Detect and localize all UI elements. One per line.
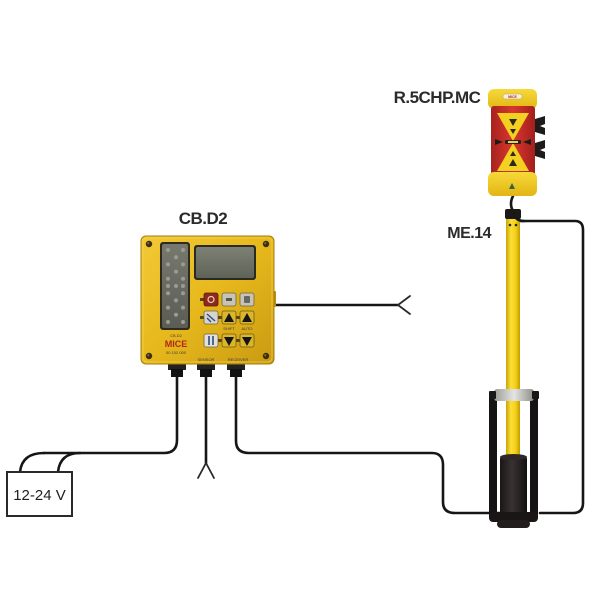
down-arrow-icon (510, 129, 516, 134)
mast-cable (234, 374, 502, 515)
keypad: SHIFT AUTO (200, 292, 255, 348)
power-icon (207, 295, 215, 304)
port-label-sensor: SENSOR (198, 357, 215, 362)
led-dot (166, 284, 170, 288)
receiver-lower-triangle (497, 143, 529, 171)
led-dot (181, 291, 185, 296)
receiver-badge (502, 93, 523, 100)
mast-pole (506, 214, 520, 476)
sensor-cable-open-end (197, 462, 215, 479)
mast-foot (489, 512, 538, 522)
menu-icon (226, 298, 232, 301)
led-dot (174, 255, 178, 260)
port-power[interactable] (168, 362, 186, 377)
split-icon (208, 336, 214, 345)
key-caption-auto: AUTO (241, 326, 252, 331)
control-box[interactable]: CB.D2 (140, 209, 276, 377)
led-dot (166, 262, 170, 267)
settings-icon (244, 296, 250, 303)
receiver-cable (509, 194, 515, 213)
lcd-display (194, 245, 256, 280)
settings-button[interactable] (239, 292, 255, 307)
power-cable (42, 374, 179, 455)
menu-button[interactable] (221, 292, 237, 307)
down-button-left[interactable] (221, 333, 237, 348)
led-dot (166, 276, 170, 281)
key-caption-shift: SHIFT (223, 326, 235, 331)
led-dot (166, 291, 170, 296)
split-button[interactable] (203, 333, 219, 348)
power-lead-positive (56, 451, 82, 474)
led-dot (181, 262, 185, 267)
port-receiver[interactable] (227, 362, 245, 377)
receiver-loop-cable (515, 219, 585, 515)
receiver-grade-indicators (509, 119, 517, 166)
control-box-label: CB.D2 (179, 209, 228, 228)
receiver-status-led-icon (509, 183, 515, 189)
mast-clamp (494, 389, 534, 401)
receiver[interactable]: R.5CHP.MC MICE (394, 88, 545, 196)
side-cable-open-end (397, 295, 411, 315)
up-arrow-icon (224, 313, 234, 322)
connector-ports (168, 362, 245, 377)
holder-frame-right (530, 396, 538, 518)
power-button[interactable] (203, 292, 219, 307)
receiver-upper-triangle (497, 113, 529, 141)
led-dot (166, 320, 170, 324)
down-arrow-icon (242, 337, 252, 346)
down-arrow-icon (224, 337, 234, 346)
port-sensor[interactable] (197, 362, 215, 377)
receiver-badge-text: MICE (508, 95, 517, 99)
down-arrow-icon (509, 119, 517, 126)
receiver-label: R.5CHP.MC (394, 88, 481, 107)
receiver-knobs (535, 116, 545, 159)
up-arrow-icon (509, 159, 517, 166)
up-button-right[interactable] (239, 310, 255, 325)
led-dot (166, 305, 170, 310)
power-supply-box[interactable] (6, 471, 73, 517)
port-label-receiver: RECEIVER (228, 357, 249, 362)
serial-text: 00 102 000 (166, 350, 187, 355)
mast-label: ME.14 (447, 225, 491, 242)
led-dot (174, 298, 178, 303)
cables (18, 194, 585, 515)
led-dots (166, 248, 185, 324)
led-dot (181, 248, 185, 252)
led-dot (174, 312, 178, 317)
led-indicator-column (160, 242, 190, 330)
mode-button[interactable] (203, 310, 219, 325)
led-dot (174, 284, 178, 288)
down-button-right[interactable] (239, 333, 255, 348)
up-arrow-icon (510, 151, 516, 156)
holder-frame-left (489, 396, 497, 518)
screws (145, 240, 270, 360)
up-arrow-icon (242, 313, 252, 322)
power-lead-negative (18, 451, 46, 474)
led-dot (181, 276, 185, 281)
receiver-on-grade-bar (495, 139, 531, 145)
led-dot (181, 320, 185, 324)
up-button-left[interactable] (221, 310, 237, 325)
led-dot (166, 248, 170, 252)
model-text: CB.D2 (170, 333, 183, 338)
power-supply-label: 12-24 V (13, 487, 66, 504)
mode-icon (206, 313, 216, 323)
power-supply[interactable]: 12-24 V (6, 471, 73, 517)
mast-top-cable-joint (512, 212, 526, 223)
brand-logo: MICE (165, 339, 188, 349)
led-dot (181, 305, 185, 310)
mast[interactable]: ME.14 (447, 209, 539, 528)
brand-block: CB.D2 MICE 00 102 000 (165, 333, 188, 355)
brand-logo-text: MICE (165, 339, 188, 349)
led-dot (181, 284, 185, 288)
led-dot (174, 269, 178, 274)
mast-base-sleeve (500, 456, 527, 520)
